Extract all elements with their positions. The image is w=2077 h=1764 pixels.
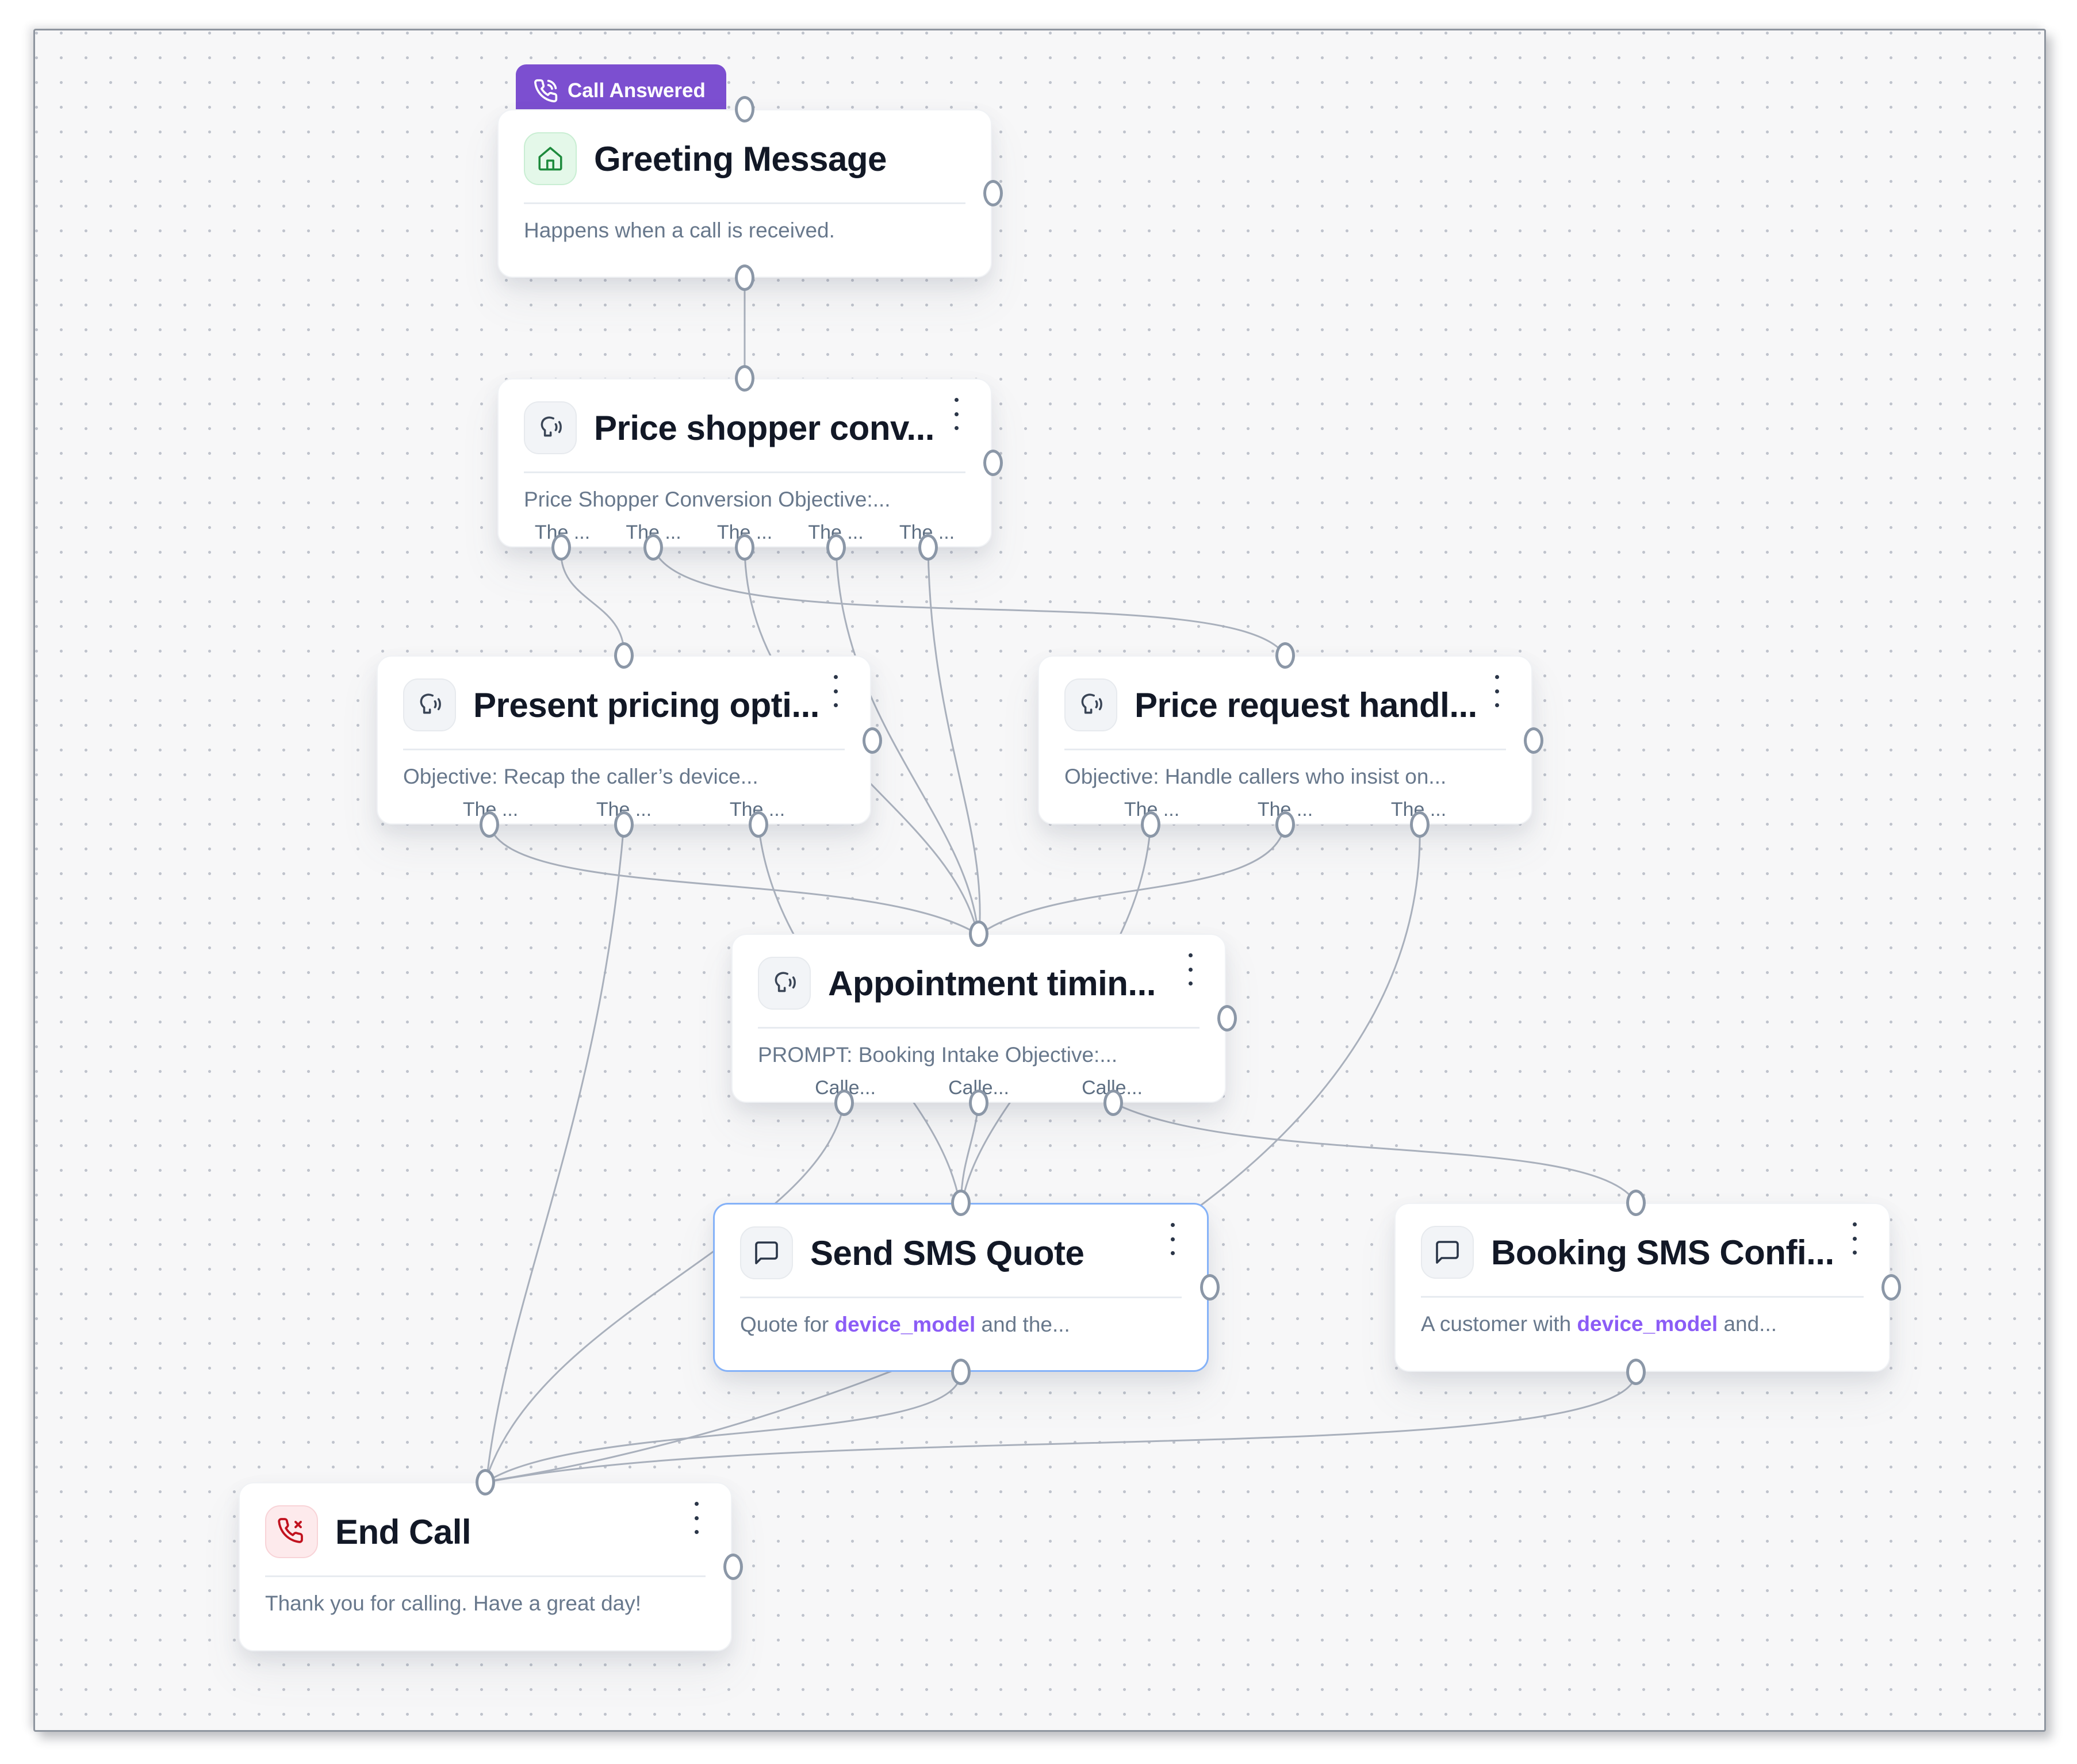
node-menu-button[interactable] <box>1161 1223 1184 1255</box>
handle-bottom-booking-sms[interactable] <box>1626 1359 1646 1385</box>
divider <box>524 202 965 204</box>
node-booking-sms-confirmation[interactable]: Booking SMS Confi... A customer with dev… <box>1394 1203 1890 1372</box>
handle-top-end-call[interactable] <box>476 1469 495 1495</box>
handle-top-appointment[interactable] <box>969 921 988 947</box>
node-title: Present pricing opti... <box>473 685 819 724</box>
handle-top-booking-sms[interactable] <box>1626 1190 1646 1216</box>
node-price-shopper-conversion[interactable]: Price shopper conv... Price Shopper Conv… <box>497 378 992 547</box>
conversation-icon <box>758 957 811 1010</box>
phone-incoming-icon <box>533 78 558 103</box>
node-subtitle: PROMPT: Booking Intake Objective:... <box>758 1043 1118 1067</box>
node-subtitle: Happens when a call is received. <box>524 218 835 242</box>
edge-ps-b1-to-present-pricing[interactable] <box>560 547 625 656</box>
handle-right-appointment[interactable] <box>1217 1005 1237 1031</box>
end-call-icon <box>265 1505 318 1558</box>
node-greeting-message[interactable]: Greeting Message Happens when a call is … <box>497 109 992 278</box>
handle-bottom-send-sms[interactable] <box>951 1359 971 1385</box>
edge-send-sms-to-end-call[interactable] <box>487 1371 962 1482</box>
node-menu-button[interactable] <box>945 398 968 430</box>
divider <box>758 1027 1200 1029</box>
divider <box>524 471 965 473</box>
handle-bottom-greeting[interactable] <box>735 264 754 291</box>
sms-icon <box>740 1226 793 1279</box>
edge-pp-b2-to-end-call[interactable] <box>485 824 625 1482</box>
handle-branch-2-present-pricing[interactable] <box>614 811 634 838</box>
node-menu-button[interactable] <box>824 675 847 707</box>
handle-branch-2-appointment[interactable] <box>969 1090 988 1116</box>
node-appointment-timing[interactable]: Appointment timin... PROMPT: Booking Int… <box>731 934 1226 1103</box>
handle-branch-2-price-request[interactable] <box>1275 811 1295 838</box>
node-subtitle: A customer with device_model and... <box>1421 1312 1777 1336</box>
node-menu-button[interactable] <box>1485 675 1508 707</box>
node-subtitle: Objective: Recap the caller’s device... <box>403 765 758 788</box>
node-title: Price request handl... <box>1135 685 1477 724</box>
edge-booking-sms-to-end-call[interactable] <box>489 1371 1637 1483</box>
divider <box>1064 749 1506 750</box>
node-subtitle: Thank you for calling. Have a great day! <box>265 1592 642 1615</box>
handle-branch-2-price-shopper[interactable] <box>643 534 663 561</box>
divider <box>1421 1296 1864 1298</box>
edge-pp-b1-to-appointment[interactable] <box>488 824 978 935</box>
handle-branch-1-present-pricing[interactable] <box>480 811 499 838</box>
home-icon <box>524 132 577 185</box>
conversation-icon <box>1064 678 1117 731</box>
handle-branch-3-price-request[interactable] <box>1410 811 1430 838</box>
edge-appt-b2-to-send-sms[interactable] <box>960 1102 980 1203</box>
trigger-badge-label: Call Answered <box>568 79 706 102</box>
node-title: Greeting Message <box>594 139 887 178</box>
edge-appt-b3-to-booking-sms[interactable] <box>1113 1102 1637 1203</box>
node-send-sms-quote[interactable]: Send SMS Quote Quote for device_model an… <box>713 1203 1209 1372</box>
edge-pr-b2-to-appointment[interactable] <box>980 824 1286 935</box>
node-menu-button[interactable] <box>1843 1222 1866 1255</box>
handle-right-present-pricing[interactable] <box>863 727 882 754</box>
node-present-pricing-options[interactable]: Present pricing opti... Objective: Recap… <box>377 655 871 825</box>
handle-branch-4-price-shopper[interactable] <box>826 534 846 561</box>
handle-branch-1-price-request[interactable] <box>1141 811 1160 838</box>
node-subtitle: Quote for device_model and the... <box>740 1313 1070 1336</box>
divider <box>740 1297 1182 1298</box>
node-end-call[interactable]: End Call Thank you for calling. Have a g… <box>239 1482 732 1651</box>
node-menu-button[interactable] <box>1179 953 1202 985</box>
handle-right-booking-sms[interactable] <box>1881 1274 1901 1301</box>
handle-branch-5-price-shopper[interactable] <box>918 534 938 561</box>
handle-top-price-shopper[interactable] <box>735 365 754 392</box>
handle-top-present-pricing[interactable] <box>614 642 634 669</box>
flow-canvas[interactable] <box>33 29 2046 1732</box>
node-subtitle: Objective: Handle callers who insist on.… <box>1064 765 1447 788</box>
edge-appt-b1-to-end-call[interactable] <box>485 1102 845 1481</box>
node-price-request-handling[interactable]: Price request handl... Objective: Handle… <box>1038 655 1532 825</box>
template-variable: device_model <box>834 1313 976 1336</box>
handle-branch-3-price-shopper[interactable] <box>735 534 754 561</box>
handle-right-end-call[interactable] <box>723 1554 743 1580</box>
node-subtitle: Price Shopper Conversion Objective:... <box>524 488 891 511</box>
handle-right-price-shopper[interactable] <box>983 450 1003 476</box>
handle-branch-1-appointment[interactable] <box>834 1090 854 1116</box>
edge-ps-b5-to-appointment[interactable] <box>927 547 981 934</box>
node-title: Appointment timin... <box>828 964 1156 1003</box>
handle-right-send-sms[interactable] <box>1200 1274 1220 1301</box>
handle-branch-3-appointment[interactable] <box>1103 1090 1123 1116</box>
template-variable: device_model <box>1577 1312 1718 1336</box>
divider <box>265 1575 706 1577</box>
node-title: End Call <box>335 1512 472 1551</box>
conversation-icon <box>403 678 456 731</box>
handle-top-send-sms[interactable] <box>951 1190 971 1216</box>
handle-branch-1-price-shopper[interactable] <box>551 534 571 561</box>
handle-branch-3-present-pricing[interactable] <box>749 811 768 838</box>
handle-top-greeting[interactable] <box>735 96 754 122</box>
node-menu-button[interactable] <box>685 1502 708 1534</box>
divider <box>403 749 845 750</box>
handle-right-greeting[interactable] <box>983 180 1003 206</box>
sms-icon <box>1421 1226 1474 1279</box>
node-title: Price shopper conv... <box>594 408 934 447</box>
node-title: Send SMS Quote <box>810 1233 1085 1272</box>
edge-ps-b4-to-appointment[interactable] <box>835 547 979 934</box>
conversation-icon <box>524 401 577 454</box>
edge-ps-b2-to-price-request[interactable] <box>652 547 1286 656</box>
node-title: Booking SMS Confi... <box>1491 1233 1834 1272</box>
handle-right-price-request[interactable] <box>1524 727 1543 754</box>
handle-top-price-request[interactable] <box>1275 642 1295 669</box>
